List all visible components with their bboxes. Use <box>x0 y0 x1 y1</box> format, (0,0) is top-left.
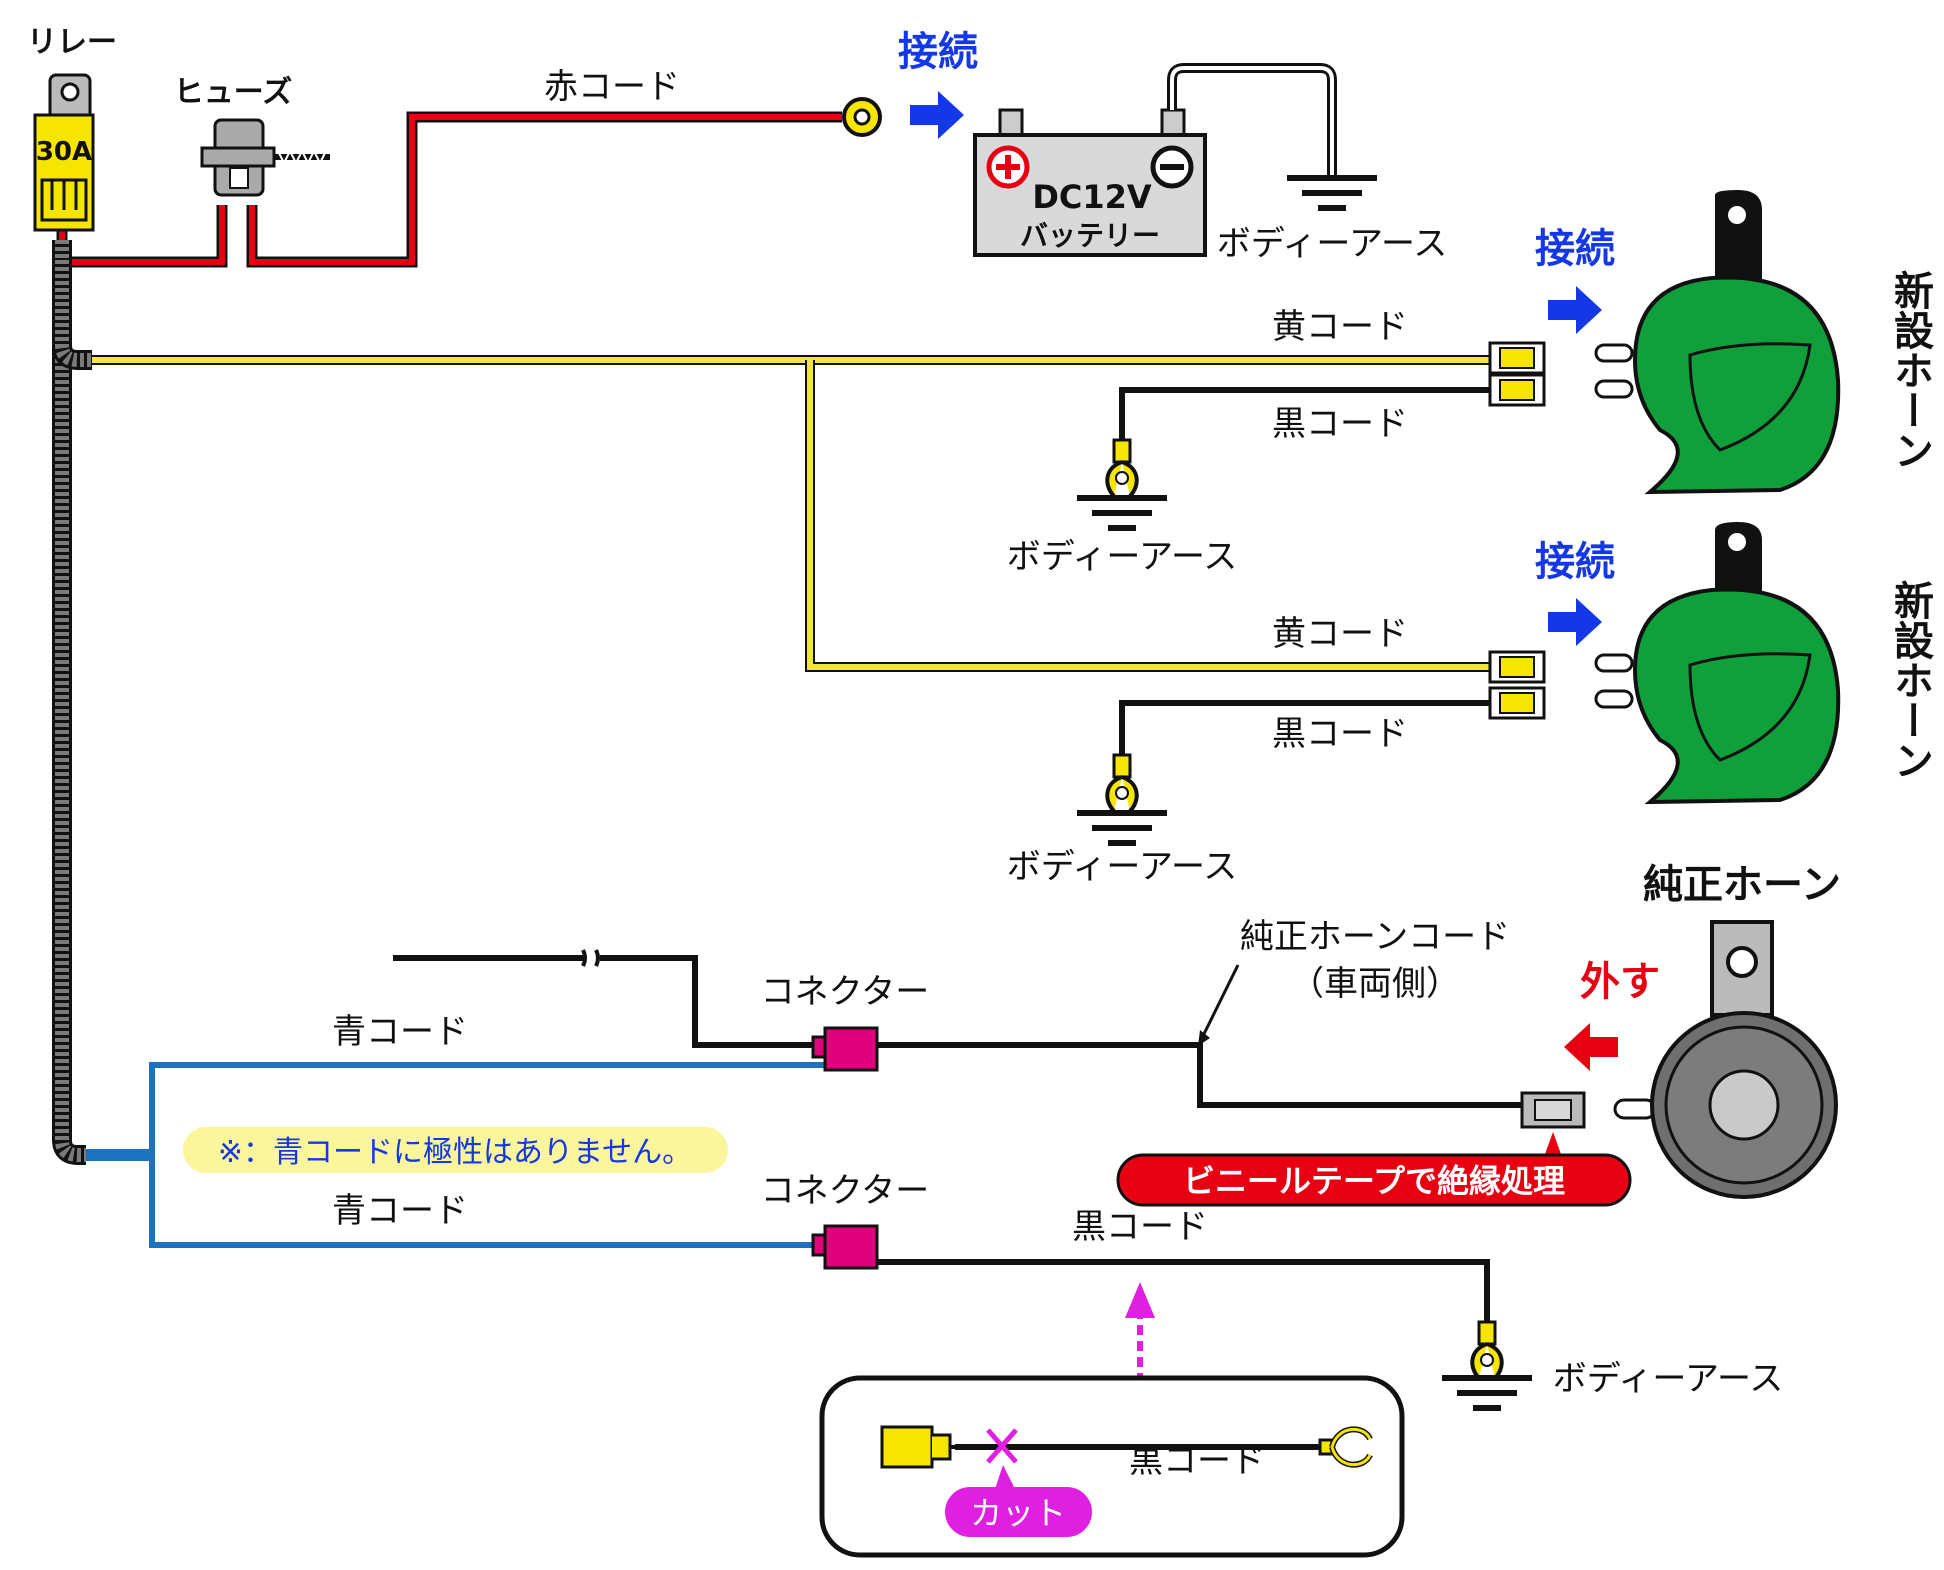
spade-connector-black-1 <box>1488 373 1546 407</box>
black-wire-label-inset: 黒コード <box>1129 1441 1265 1481</box>
black-wire-label-2: 黒コード <box>1272 714 1408 754</box>
stock-horn-plug <box>1520 1091 1586 1129</box>
battery-label: バッテリー <box>1020 219 1160 252</box>
inset-fork-terminal <box>1318 1426 1373 1468</box>
new-horn-title-1: 新設ホーン <box>1887 270 1934 470</box>
corrugated-tube <box>52 240 92 1165</box>
wire-break-mark <box>581 949 600 967</box>
fork-terminal-3 <box>1470 1320 1504 1380</box>
cut-note: カット <box>970 1494 1066 1532</box>
black-wires <box>393 387 1522 1322</box>
polarity-note: ※：青コードに極性はありません。 <box>218 1135 692 1170</box>
fork-terminal-1 <box>1105 438 1139 498</box>
ground-label-stock: ボディーアース <box>1553 1359 1784 1399</box>
yellow-wire-label-2: 黄コード <box>1272 614 1408 654</box>
connect-label-battery: 接続 <box>898 29 978 75</box>
stock-cord-pointer <box>1200 964 1240 1039</box>
yellow-wire-label-1: 黄コード <box>1272 307 1408 347</box>
remove-label: 外す <box>1580 959 1660 1005</box>
red-wires <box>56 111 842 268</box>
fuse-title: ヒューズ <box>174 75 293 110</box>
yellow-wires <box>90 355 1490 672</box>
cut-mark-icon <box>986 1428 1018 1464</box>
connect-arrow-horn-1 <box>1548 286 1602 334</box>
stock-horn-title: 純正ホーン <box>1643 862 1841 908</box>
ring-terminal <box>842 97 882 137</box>
connect-label-horn-2: 接続 <box>1535 539 1615 585</box>
insulate-note: ビニールテープで絶縁処理 <box>1183 1162 1565 1200</box>
black-wire-label-3: 黒コード <box>1072 1207 1208 1247</box>
connector-lower <box>811 1224 879 1270</box>
blue-wire-label-lower: 青コード <box>332 1191 468 1231</box>
connector-label-upper: コネクター <box>761 972 930 1012</box>
connector-label-lower: コネクター <box>761 1171 930 1211</box>
connect-label-horn-1: 接続 <box>1535 226 1615 272</box>
connect-arrow-horn-2 <box>1548 598 1602 646</box>
connector-upper <box>811 1026 879 1072</box>
vehicle-side-label: （車両側） <box>1290 964 1460 1004</box>
ground-symbol-horn-1 <box>1077 495 1167 531</box>
spade-connector-yellow-2 <box>1488 650 1546 684</box>
connect-arrow-battery <box>910 91 964 139</box>
new-horn-1 <box>1594 190 1841 495</box>
relay-rating: 30A <box>36 137 92 167</box>
ground-symbol-battery <box>1287 175 1377 211</box>
fuse <box>200 118 330 197</box>
fork-terminal-2 <box>1105 753 1139 813</box>
remove-arrow <box>1564 1023 1618 1071</box>
blue-wire-label-upper: 青コード <box>332 1012 468 1052</box>
new-horn-2 <box>1594 522 1841 805</box>
spade-connector-yellow-1 <box>1488 341 1546 375</box>
red-wire-label: 赤コード <box>544 67 680 107</box>
ground-label-horn-2: ボディーアース <box>1007 847 1238 887</box>
ground-symbol-horn-2 <box>1077 810 1167 846</box>
relay-title: リレー <box>27 25 117 60</box>
battery: DC12V バッテリー <box>973 108 1207 257</box>
stock-cord-label: 純正ホーンコード <box>1240 917 1510 957</box>
spade-connector-black-2 <box>1488 686 1546 720</box>
black-wire-label-1: 黒コード <box>1272 404 1408 444</box>
relay: 30A <box>33 73 95 232</box>
ground-label-battery: ボディーアース <box>1217 224 1448 264</box>
ground-label-horn-1: ボディーアース <box>1007 537 1238 577</box>
new-horn-title-2: 新設ホーン <box>1887 580 1934 780</box>
ground-symbol-stock <box>1442 1375 1532 1411</box>
stock-horn <box>1613 920 1838 1199</box>
battery-voltage: DC12V <box>1032 178 1152 216</box>
blue-wires <box>70 1062 825 1248</box>
